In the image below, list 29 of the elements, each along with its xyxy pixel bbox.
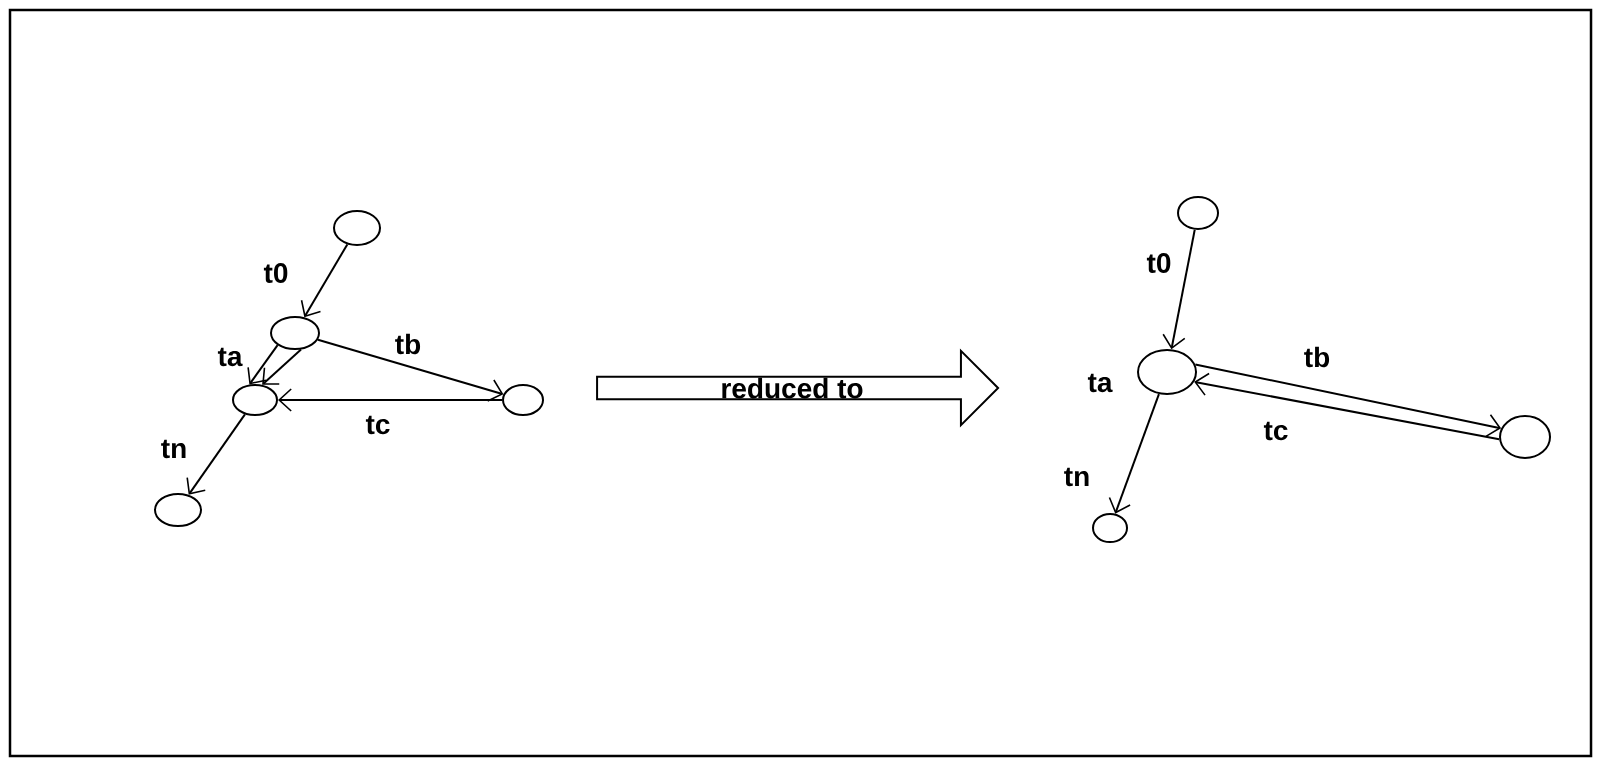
state-ellipse	[154, 493, 202, 527]
edge-label: tb	[395, 333, 421, 355]
state-ellipse	[1137, 349, 1197, 395]
edge-label: tc	[1263, 421, 1288, 441]
state-ellipse	[333, 210, 381, 246]
arrow	[1162, 228, 1196, 350]
edge-label: t0	[1146, 253, 1171, 273]
edge-label: ta	[217, 347, 243, 367]
state-ellipse	[232, 384, 278, 416]
state-ellipse	[502, 384, 544, 416]
arrow	[1194, 372, 1501, 441]
state-ellipse	[270, 316, 320, 350]
arrow	[316, 338, 504, 402]
arrow	[300, 243, 349, 318]
arrow	[262, 348, 302, 385]
arrow	[1194, 363, 1502, 438]
arrow	[278, 388, 503, 412]
edge-label: tn	[1064, 467, 1089, 487]
arrow	[186, 413, 246, 495]
edge-label: tn	[161, 439, 186, 459]
arrow	[247, 344, 279, 385]
edge-label: tc	[365, 415, 390, 435]
state-ellipse	[1092, 513, 1128, 543]
arrow	[1108, 393, 1160, 514]
node-label: ta	[1087, 373, 1113, 393]
state-ellipse	[1177, 196, 1219, 230]
edge-label: t0	[263, 263, 288, 283]
edge-label: tb	[1304, 346, 1330, 368]
state-ellipse	[1499, 415, 1551, 459]
